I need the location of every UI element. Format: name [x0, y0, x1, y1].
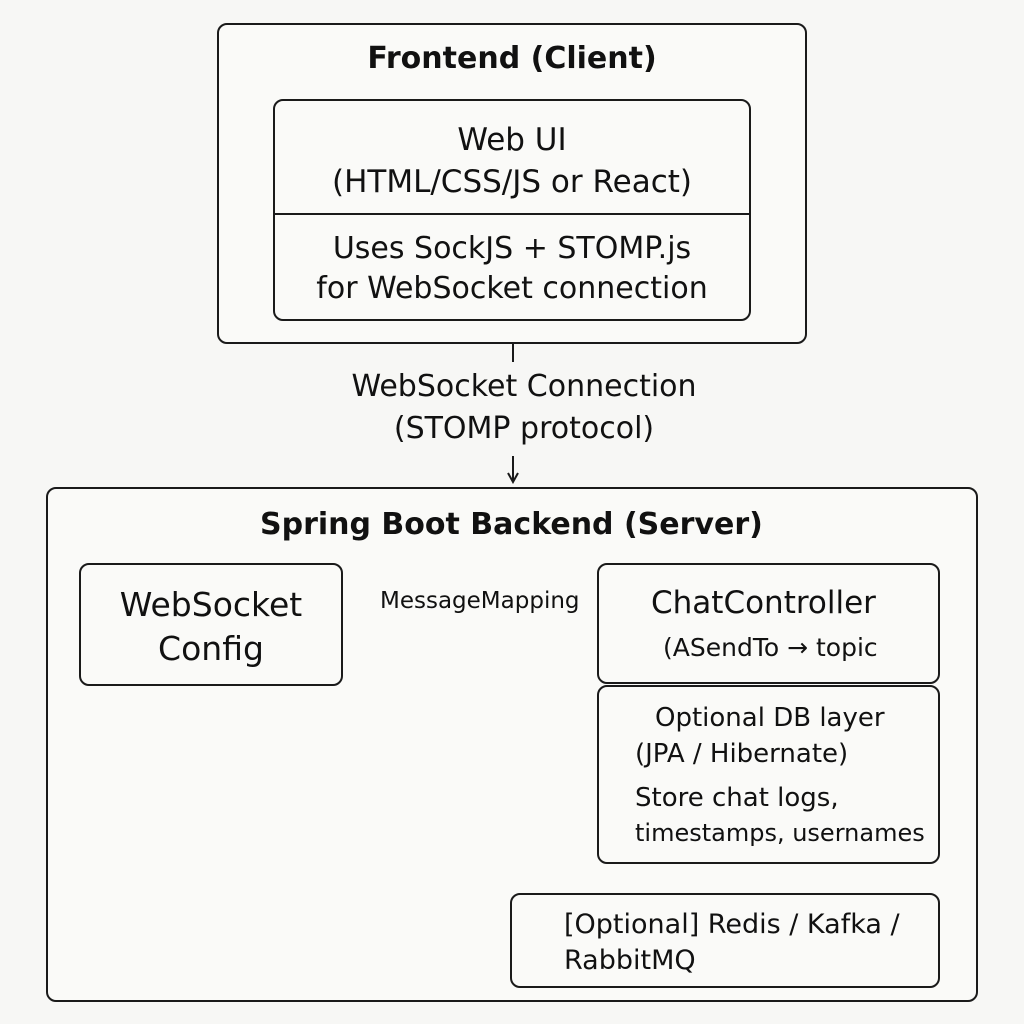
db-layer-purpose-2: timestamps, usernames	[635, 819, 925, 847]
connection-label-line-1: WebSocket Connection	[351, 369, 697, 404]
connection-label: WebSocket Connection (STOMP protocol)	[300, 366, 748, 450]
web-ui-tech: (HTML/CSS/JS or React)	[332, 164, 692, 200]
backend-title: Spring Boot Backend (Server)	[260, 507, 763, 542]
chat-controller-title: ChatController	[651, 585, 876, 621]
message-mapping-label: MessageMapping	[380, 588, 580, 614]
web-ui-divider	[275, 213, 749, 215]
db-layer-title: Optional DB layer	[655, 703, 885, 733]
websocket-config-box: WebSocket Config	[79, 563, 343, 686]
chat-controller-route: (ASendTo → topic	[663, 633, 878, 662]
connection-label-line-2: (STOMP protocol)	[393, 411, 655, 446]
web-ui-section: Web UI (HTML/CSS/JS or React)	[275, 119, 749, 203]
web-ui-box: Web UI (HTML/CSS/JS or React) Uses SockJ…	[273, 99, 751, 321]
web-ui-label: Web UI	[457, 122, 567, 158]
frontend-title: Frontend (Client)	[367, 41, 657, 76]
db-layer-orm: (JPA / Hibernate)	[635, 739, 849, 769]
sockjs-section: Uses SockJS + STOMP.js for WebSocket con…	[275, 229, 749, 309]
sockjs-line-2: for WebSocket connection	[316, 271, 708, 306]
sockjs-line-1: Uses SockJS + STOMP.js	[332, 231, 692, 266]
message-broker-line-1: [Optional] Redis / Kafka /	[564, 909, 900, 940]
db-layer-box: Optional DB layer (JPA / Hibernate) Stor…	[597, 685, 940, 864]
db-layer-purpose-1: Store chat logs,	[635, 783, 839, 813]
message-broker-box: [Optional] Redis / Kafka / RabbitMQ	[510, 893, 940, 988]
message-broker-line-2: RabbitMQ	[564, 945, 696, 976]
websocket-config-line-2: Config	[158, 629, 264, 668]
chat-controller-box: ChatController (ASendTo → topic	[597, 563, 940, 684]
websocket-config-line-1: WebSocket	[119, 585, 303, 624]
